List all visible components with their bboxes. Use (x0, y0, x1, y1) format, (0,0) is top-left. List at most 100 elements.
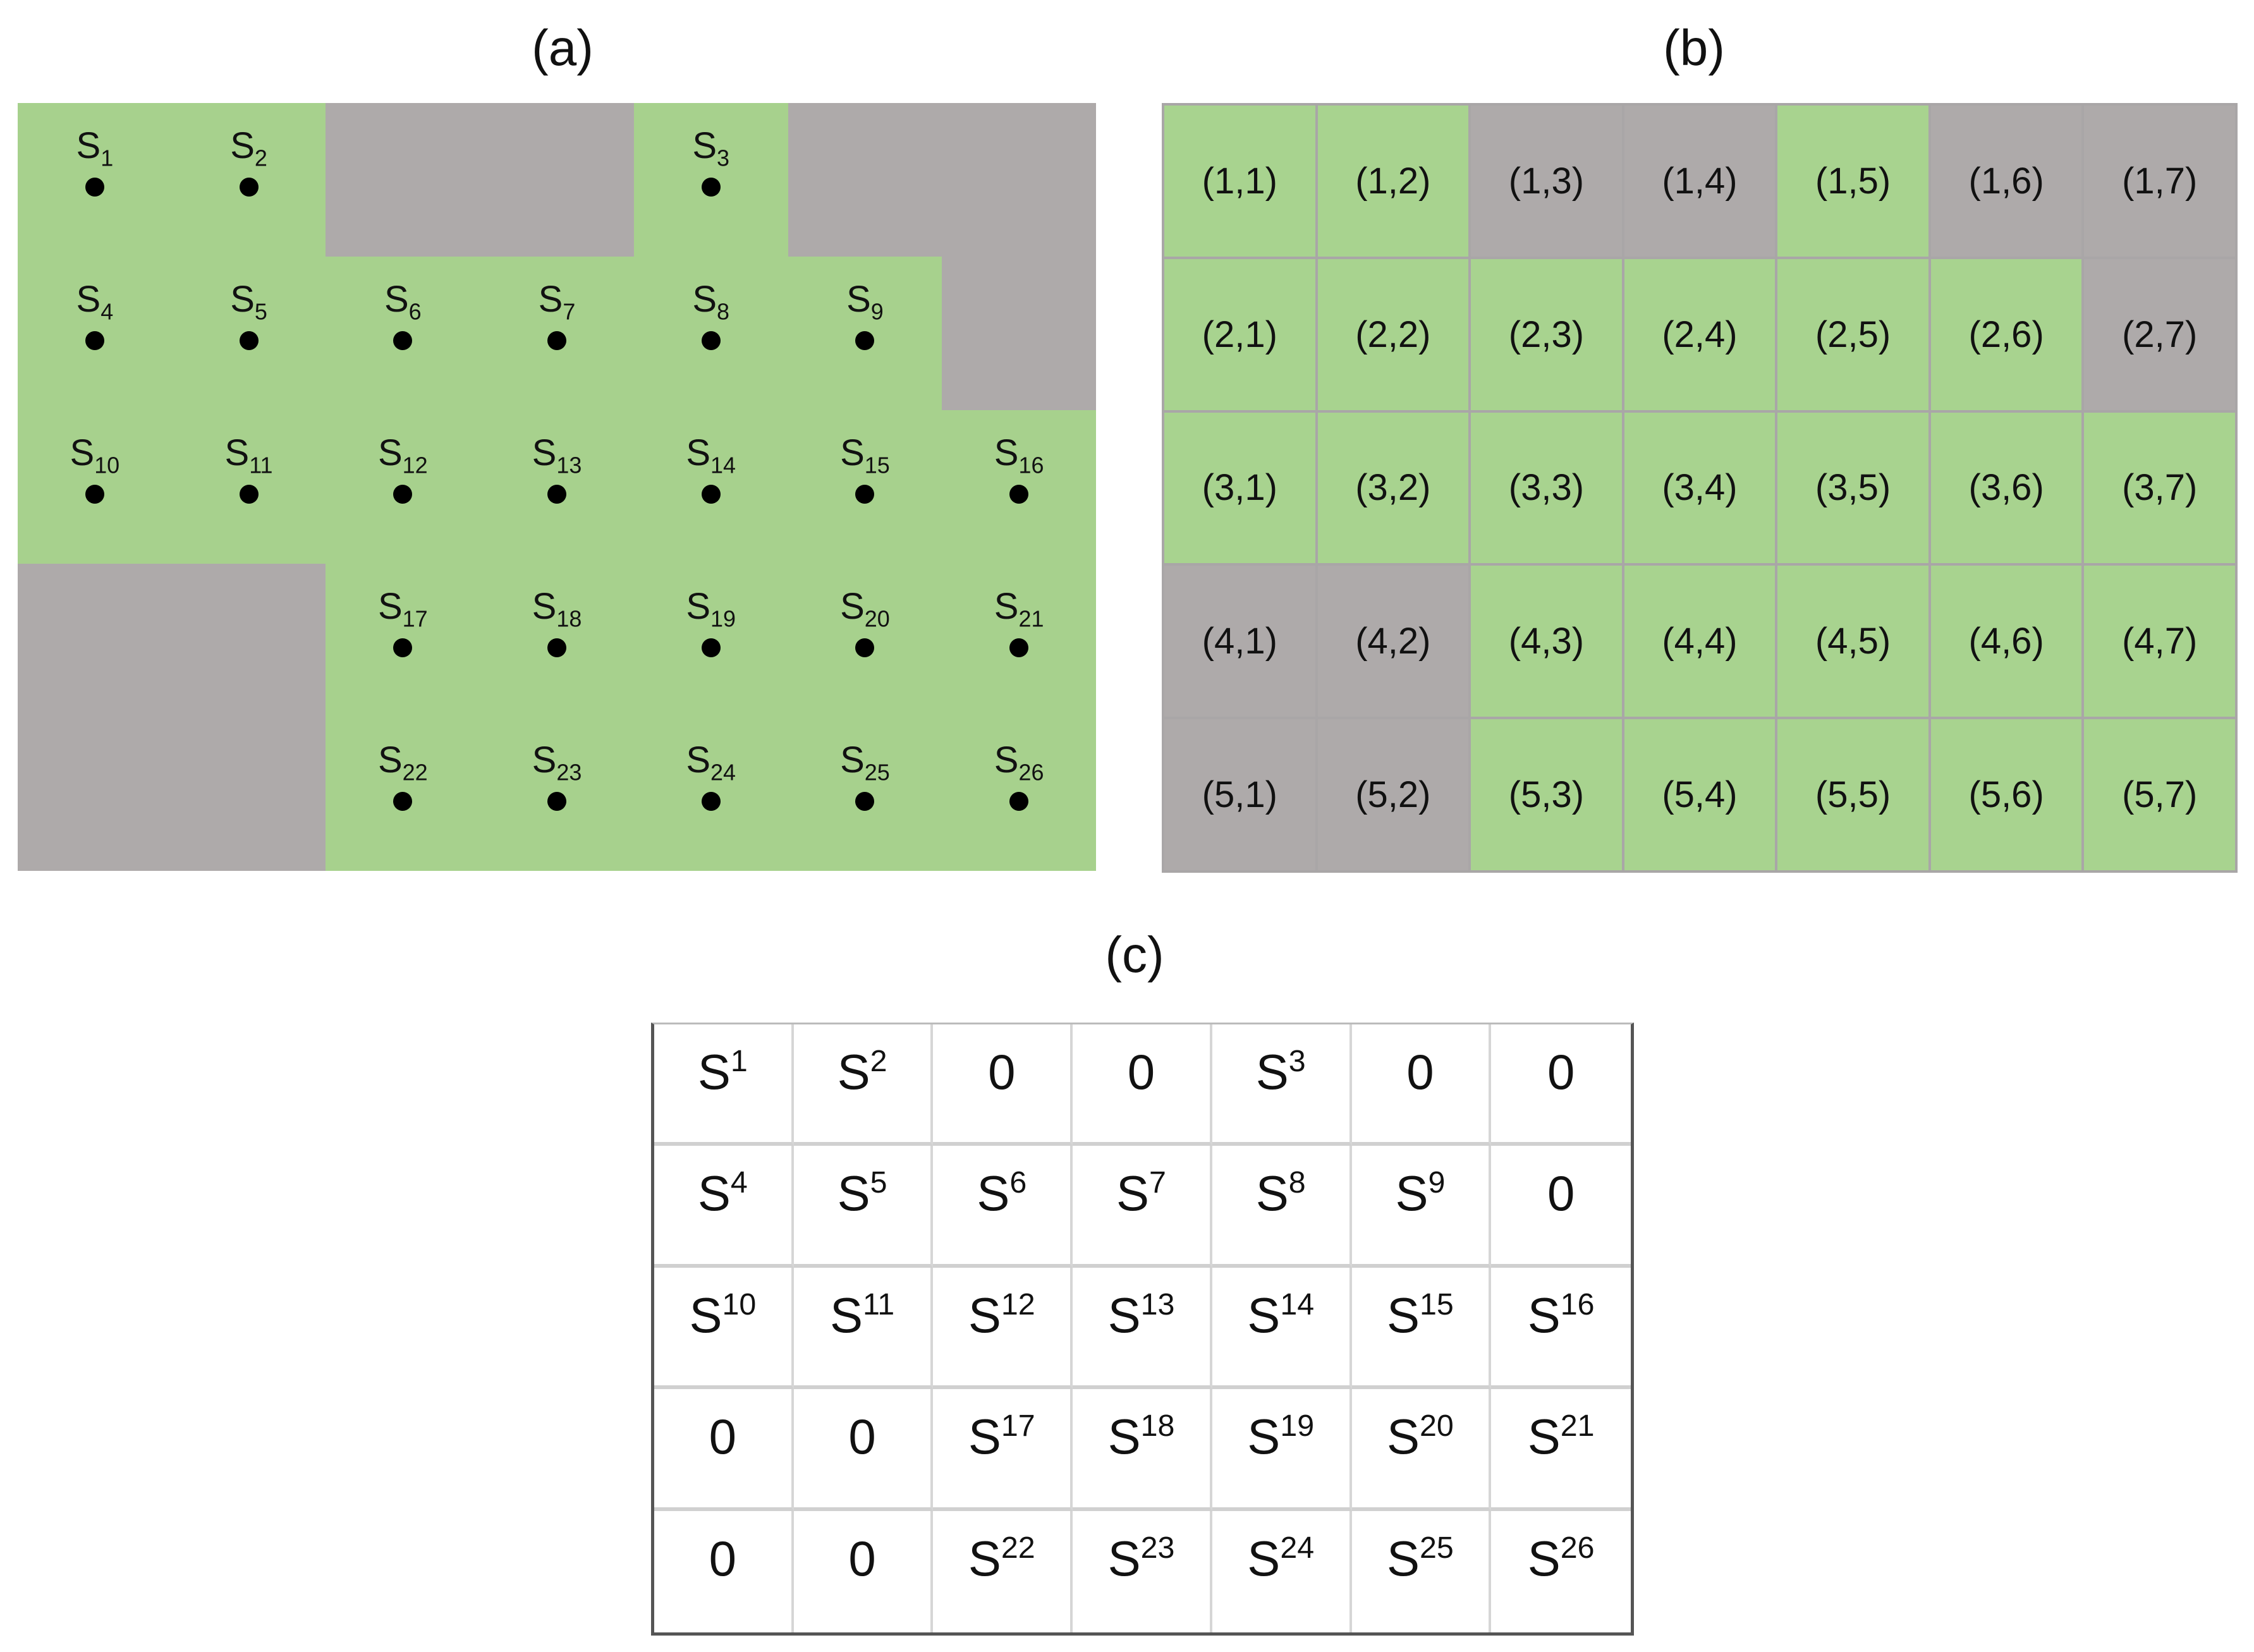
site-cell: S4 (18, 257, 172, 410)
site-label: S24 (686, 739, 736, 786)
site-dot (393, 638, 413, 657)
site-label: S14 (686, 432, 736, 478)
site-cell: S22 (326, 717, 480, 871)
index-cell: (3,6) (1930, 412, 2082, 564)
matrix-cell: 0 (793, 1389, 934, 1511)
site-dot (855, 331, 875, 350)
site-dot (85, 485, 104, 504)
site-label: S1 (76, 125, 114, 171)
site-cell: S15 (788, 410, 942, 564)
site-dot (701, 792, 721, 811)
index-cell: (4,3) (1471, 566, 1622, 717)
index-cell: (2,5) (1777, 258, 1928, 410)
site-dot (855, 485, 875, 504)
site-cell: S9 (788, 257, 942, 410)
site-cell: S1 (18, 103, 172, 257)
index-cell: (3,4) (1624, 412, 1776, 564)
site-cell: S24 (633, 717, 788, 871)
index-cell: (1,2) (1317, 106, 1469, 257)
site-cell: S5 (171, 257, 326, 410)
site-dot (1009, 485, 1029, 504)
empty-cell (942, 103, 1096, 257)
matrix-cell: 0 (1073, 1024, 1212, 1146)
index-cell: (4,4) (1624, 566, 1776, 717)
index-cell: (3,2) (1317, 412, 1469, 564)
site-label: S5 (230, 279, 267, 325)
matrix-cell: 0 (1351, 1024, 1492, 1146)
empty-cell (480, 103, 634, 257)
site-label: S3 (692, 125, 730, 171)
matrix-cell: 0 (794, 1510, 934, 1632)
site-label: S16 (994, 432, 1044, 478)
matrix-cell: 0 (654, 1389, 794, 1511)
site-dot (85, 331, 104, 350)
site-dot (701, 485, 721, 504)
index-cell: (4,5) (1777, 566, 1928, 717)
empty-cell (171, 717, 326, 871)
site-cell: S26 (942, 717, 1096, 871)
index-grid-b: (1,1)(1,2)(1,3)(1,4)(1,5)(1,6)(1,7)(2,1)… (1162, 103, 2238, 873)
site-dot (393, 792, 413, 811)
site-dot (85, 178, 104, 197)
empty-cell (326, 103, 480, 257)
site-label: S6 (384, 279, 422, 325)
site-dot (701, 178, 721, 197)
index-cell: (4,2) (1317, 566, 1469, 717)
index-cell: (3,7) (2084, 412, 2235, 564)
index-cell: (2,4) (1624, 258, 1776, 410)
site-label: S2 (230, 125, 267, 171)
site-label: S8 (692, 279, 730, 325)
site-cell: S17 (326, 564, 480, 717)
site-label: S7 (538, 279, 576, 325)
index-cell: (4,1) (1164, 566, 1315, 717)
site-label: S15 (840, 432, 890, 478)
site-cell: S6 (326, 257, 480, 410)
index-cell: (2,2) (1317, 258, 1469, 410)
index-cell: (5,7) (2084, 719, 2235, 870)
site-dot (855, 792, 875, 811)
index-cell: (4,6) (1930, 566, 2082, 717)
index-cell: (5,2) (1317, 719, 1469, 870)
index-cell: (5,3) (1471, 719, 1622, 870)
site-label: S17 (377, 586, 428, 632)
index-cell: (3,1) (1164, 412, 1315, 564)
site-cell: S2 (171, 103, 326, 257)
index-cell: (2,7) (2084, 258, 2235, 410)
site-dot (393, 331, 413, 350)
site-label: S18 (532, 586, 582, 632)
empty-cell (18, 564, 172, 717)
index-cell: (3,5) (1777, 412, 1928, 564)
site-label: S12 (377, 432, 428, 478)
site-cell: S21 (942, 564, 1096, 717)
site-cell: S23 (480, 717, 634, 871)
empty-cell (942, 257, 1096, 410)
site-cell: S10 (18, 410, 172, 564)
empty-cell (788, 103, 942, 257)
index-cell: (5,4) (1624, 719, 1776, 870)
site-cell: S7 (480, 257, 634, 410)
index-cell: (1,3) (1471, 106, 1622, 257)
site-cell: S16 (942, 410, 1096, 564)
site-dot (239, 178, 259, 197)
site-cell: S11 (171, 410, 326, 564)
site-cell: S3 (633, 103, 788, 257)
